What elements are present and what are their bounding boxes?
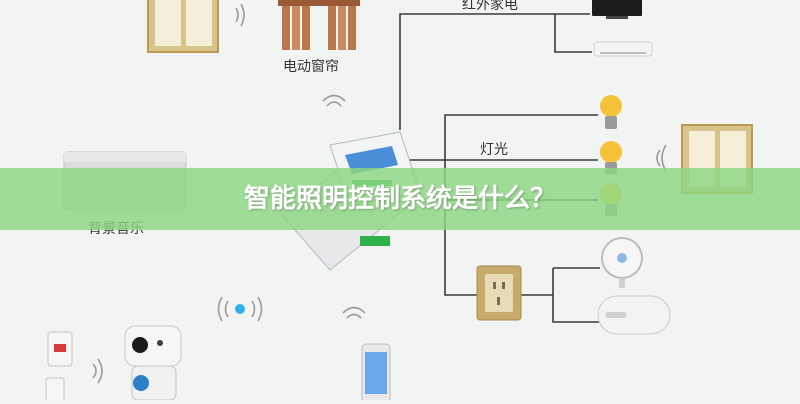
wifi-icon-controller [322,94,346,107]
line-socket-heater [552,268,600,323]
wifi-icon-phone [342,306,366,319]
wifi-icon-sensor [92,358,103,384]
wifi-icon-top [235,3,245,27]
water-heater-icon [597,295,671,335]
smartphone-icon [361,343,391,404]
security-camera-icon [124,325,182,401]
air-conditioner-icon [593,41,653,57]
label-lights: 灯光 [480,142,508,158]
fan-icon [601,237,643,288]
curtain-icon [278,0,360,50]
title-banner: 智能照明控制系统是什么？ [0,168,800,230]
line-socket-trunk [444,200,477,296]
line-ir-ac [554,14,592,53]
line-ir-branch [399,13,590,130]
label-curtain: 电动窗帘 [283,59,339,75]
line-lights-trunk [400,114,598,161]
label-ir-appliances: 红外家电 [462,0,518,13]
banner-title: 智能照明控制系统是什么？ [243,184,556,214]
wall-switch-panel-top [147,0,219,53]
motion-sensor-icon [45,331,73,403]
light-bulb-icon-1 [600,95,622,129]
tv-icon [592,0,642,19]
wifi-icon-blue [217,296,263,322]
wall-socket-icon [476,265,522,321]
